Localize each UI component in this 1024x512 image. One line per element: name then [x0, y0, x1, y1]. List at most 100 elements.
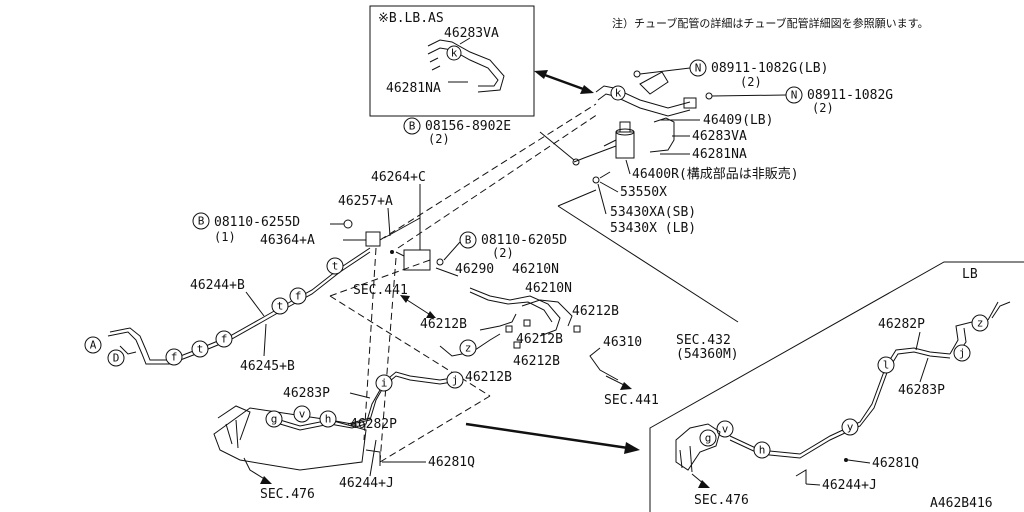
svg-text:(2): (2)	[740, 75, 762, 89]
svg-text:08110-6205D: 08110-6205D	[481, 233, 567, 248]
label-46245b: 46245+B	[240, 359, 295, 374]
svg-text:v: v	[299, 408, 306, 421]
callout-b3: B 08110-6205D (2)	[443, 231, 567, 261]
callout-n2: N 08911-1082G (2)	[705, 86, 893, 115]
note-text: 注）チューブ配管の詳細はチューブ配管詳細図を参照願います。	[612, 16, 929, 30]
filter-assembly: k	[573, 71, 697, 184]
label-46364a: 46364+A	[260, 233, 315, 248]
callout-b2: B 08110-6255D (1)	[192, 212, 353, 244]
marker-d	[107, 349, 125, 367]
marker-f-1	[165, 348, 183, 366]
svg-text:08156-8902E: 08156-8902E	[425, 119, 511, 134]
svg-text:z: z	[465, 342, 472, 355]
svg-text:g: g	[271, 413, 278, 426]
sec-432: SEC.432	[676, 333, 731, 348]
label-46281na: 46281NA	[692, 147, 747, 162]
svg-text:N: N	[695, 62, 702, 75]
marker-z	[459, 339, 477, 357]
callout-b1: B 08156-8902E (2)	[403, 117, 580, 166]
sec-441-b: SEC.441	[604, 393, 659, 408]
lb-label-46282p: 46282P	[878, 317, 925, 332]
svg-text:08911-1082G(LB): 08911-1082G(LB)	[711, 61, 828, 76]
brake-pipes-middle: z	[439, 287, 619, 381]
lb-marker-v	[716, 420, 734, 438]
lb-label-46281q: 46281Q	[872, 456, 919, 471]
svg-text:N: N	[791, 89, 798, 102]
lb-marker-l	[877, 356, 895, 374]
label-46409lb: 46409(LB)	[703, 113, 773, 128]
label-46212b-2: 46212B	[420, 317, 467, 332]
svg-text:f: f	[221, 333, 228, 346]
label-46283p: 46283P	[283, 386, 330, 401]
lb-marker-z	[971, 314, 989, 332]
lb-marker-h	[753, 441, 771, 459]
label-53430x: 53430X (LB)	[610, 221, 696, 236]
label-53550x: 53550X	[620, 185, 667, 200]
svg-text:f: f	[295, 290, 302, 303]
inset-marker-k-label: k	[451, 47, 458, 60]
inset-part-a: 46283VA	[444, 26, 499, 41]
inset-title: ※B.LB.AS	[378, 11, 444, 26]
svg-text:t: t	[197, 343, 204, 356]
svg-text:A: A	[90, 339, 97, 352]
marker-a	[84, 336, 102, 354]
label-46212b-4: 46212B	[513, 354, 560, 369]
label-46244j: 46244+J	[339, 476, 394, 491]
svg-text:f: f	[171, 351, 178, 364]
marker-v	[293, 405, 311, 423]
svg-text:g: g	[705, 432, 712, 445]
svg-text:(2): (2)	[492, 246, 514, 260]
svg-text:t: t	[277, 300, 284, 313]
inset-box-lbas: ※B.LB.AS 46283VA 46281NA k	[369, 5, 535, 117]
svg-text:i: i	[381, 377, 388, 390]
svg-text:j: j	[452, 374, 459, 387]
clip-bracket	[365, 231, 444, 271]
svg-text:B: B	[198, 215, 205, 228]
svg-text:v: v	[722, 423, 729, 436]
sec-476-b: SEC.476	[694, 493, 749, 508]
lb-marker-j	[953, 344, 971, 362]
inset-arrow	[534, 70, 594, 94]
label-46210n-2: 46210N	[525, 281, 572, 296]
marker-i	[375, 374, 393, 392]
svg-text:B: B	[465, 234, 472, 247]
sec-476-a: SEC.476	[260, 487, 315, 502]
svg-text:B: B	[409, 120, 416, 133]
svg-text:h: h	[759, 444, 766, 457]
svg-text:l: l	[883, 359, 890, 372]
label-46212b-5: 46212B	[465, 370, 512, 385]
inset-box-lb: LB z j l y h v g	[649, 261, 1024, 512]
label-46212b-1: 46212B	[572, 304, 619, 319]
label-46281q: 46281Q	[428, 455, 475, 470]
sec-432-sub: (54360M)	[676, 347, 739, 362]
marker-t-3	[326, 257, 344, 275]
svg-text:t: t	[332, 260, 339, 273]
label-46290: 46290	[455, 262, 494, 277]
lb-marker-g	[699, 429, 717, 447]
marker-f-3	[289, 287, 307, 305]
lb-arrow	[465, 422, 640, 454]
svg-text:(1): (1)	[214, 230, 236, 244]
svg-text:D: D	[113, 352, 120, 365]
marker-k	[610, 85, 626, 101]
lb-label-46283p: 46283P	[898, 383, 945, 398]
label-46212b-3: 46212B	[516, 332, 563, 347]
inset-part-b: 46281NA	[386, 81, 441, 96]
marker-t-2	[271, 297, 289, 315]
marker-h	[319, 410, 337, 428]
lb-marker-y	[841, 418, 859, 436]
svg-text:k: k	[615, 87, 622, 100]
svg-text:h: h	[325, 413, 332, 426]
svg-text:(2): (2)	[812, 101, 834, 115]
marker-t-1	[191, 340, 209, 358]
svg-text:08110-6255D: 08110-6255D	[214, 215, 300, 230]
lb-title: LB	[962, 267, 978, 282]
label-46244b: 46244+B	[190, 278, 245, 293]
lower-left-assembly: i j g v h	[213, 371, 464, 484]
label-46264c: 46264+C	[371, 170, 426, 185]
label-46210n-1: 46210N	[512, 262, 559, 277]
label-46310: 46310	[603, 335, 642, 350]
marker-j	[446, 371, 464, 389]
left-brake-pipe: A D f t f t f t	[84, 247, 371, 367]
